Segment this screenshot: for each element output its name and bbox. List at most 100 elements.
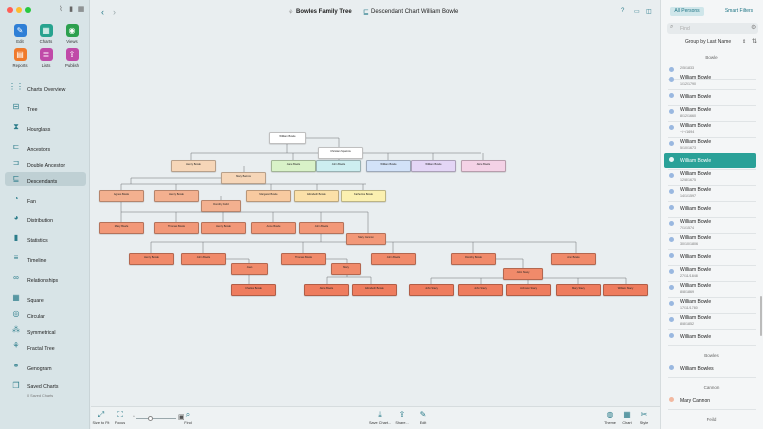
grid-icon[interactable]: ▦ <box>77 6 85 13</box>
person-list-item[interactable]: William Bowles <box>664 361 756 376</box>
chart-button[interactable]: ▦Chart <box>616 410 638 425</box>
person-list-item[interactable]: William Bowle <box>664 249 756 264</box>
nav-item-fractal-tree[interactable]: ⚘Fractal Tree <box>5 339 86 353</box>
person-card[interactable]: Henry Bowle <box>129 253 174 265</box>
zoom-out-icon[interactable]: ▫ <box>133 414 135 420</box>
person-card[interactable]: Mary Barrow <box>221 172 266 184</box>
person-card[interactable]: Charles Bowle <box>231 284 276 296</box>
person-card[interactable]: Katherine Bowle <box>341 190 386 202</box>
person-card[interactable]: John Stacy <box>503 268 543 280</box>
person-card[interactable]: William Stacy <box>603 284 648 296</box>
nav-item-fan[interactable]: ◔Fan <box>5 192 86 206</box>
nav-item-distribution[interactable]: ◕Distribution <box>5 211 86 225</box>
person-card[interactable]: Joan <box>231 263 268 275</box>
person-card[interactable]: Christian Sparrow <box>318 147 363 159</box>
person-card[interactable]: William Bowle <box>366 160 411 172</box>
person-list-item[interactable]: William Bowle <box>664 89 756 104</box>
person-card[interactable]: John Bowle <box>316 160 361 172</box>
person-card[interactable]: Elizabeth Bowle <box>294 190 339 202</box>
focus-button[interactable]: ⛶Focus <box>109 410 131 425</box>
scrollbar[interactable] <box>760 296 762 336</box>
person-card[interactable]: Mary Cannon <box>346 233 386 245</box>
person-card[interactable]: Elizabeth Bowle <box>352 284 397 296</box>
help-icon[interactable]: ? <box>621 8 625 14</box>
minimize-window-button[interactable] <box>16 7 22 13</box>
sidebar-toggle-icon[interactable]: ◫ <box>646 9 652 15</box>
person-card[interactable]: John Bowle <box>181 253 226 265</box>
person-card[interactable]: John Stacy <box>409 284 454 296</box>
person-card[interactable]: Thomas Bowle <box>154 222 199 234</box>
tool-edit-button[interactable]: ✎Edit <box>6 24 34 44</box>
settings-icon[interactable]: ⚙ <box>751 25 757 31</box>
nav-item-tree[interactable]: ⊟Tree <box>5 100 86 114</box>
tool-publish-button[interactable]: ⇪Publish <box>58 48 86 68</box>
nav-item-statistics[interactable]: ▮Statistics <box>5 231 86 245</box>
person-list-item[interactable]: Mary Cannon <box>664 393 756 408</box>
bookmark-icon[interactable]: ▮ <box>69 6 73 13</box>
nav-item-square[interactable]: ▦Square <box>5 291 86 305</box>
zoom-window-button[interactable] <box>25 7 31 13</box>
person-list-item[interactable]: William Bowle <box>664 153 756 168</box>
size-to-fit-button[interactable]: ⤢Size to Fit <box>90 410 112 425</box>
nav-item-charts-overview[interactable]: ⋮⋮Charts Overview <box>5 80 86 94</box>
person-card[interactable]: William Bowle <box>411 160 456 172</box>
person-card[interactable]: Alice Bowle <box>304 284 349 296</box>
nav-item-relationships[interactable]: ∞Relationships <box>5 271 86 285</box>
person-list-item[interactable]: 2/5/1833 <box>664 63 756 78</box>
zoom-slider-knob[interactable] <box>148 416 153 421</box>
find-field[interactable]: ⌕ Find ⚙ <box>667 23 758 34</box>
share-button[interactable]: ⇪Share... <box>391 410 413 425</box>
forward-icon[interactable]: › <box>113 7 116 17</box>
person-card[interactable]: John Bowle <box>371 253 416 265</box>
nav-item-ancestors[interactable]: ⊏Ancestors <box>5 140 86 154</box>
nav-item-double-ancestor[interactable]: ⊐Double Ancestor <box>5 156 86 170</box>
person-card[interactable]: Henry Bowle <box>171 160 216 172</box>
person-card[interactable]: Alice Bowle <box>461 160 506 172</box>
person-card[interactable]: Anne Bowle <box>251 222 296 234</box>
person-card[interactable]: Mary Stacy <box>556 284 601 296</box>
person-card[interactable]: Mary Bowle <box>99 222 144 234</box>
nav-item-hourglass[interactable]: ⧗Hourglass <box>5 120 86 134</box>
tool-reports-button[interactable]: ▤Reports <box>6 48 34 68</box>
person-card[interactable]: Henry Bowle <box>154 190 199 202</box>
window-icon[interactable]: ▭ <box>634 9 640 15</box>
edit-button[interactable]: ✎Edit <box>412 410 434 425</box>
person-card[interactable]: Agnes Bowle <box>99 190 144 202</box>
person-card[interactable]: Mary <box>331 263 361 275</box>
person-card[interactable]: William Bowle <box>269 132 306 144</box>
tab-smart-filters[interactable]: Smart Filters <box>724 8 754 14</box>
person-card[interactable]: Henry Bowle <box>201 222 246 234</box>
group-by-selector[interactable]: Group by Last Name ⇕ ⇅ <box>667 37 758 48</box>
find-button[interactable]: ⌕Find <box>177 410 199 425</box>
person-card[interactable]: Dorothy Feild <box>201 200 241 212</box>
person-list-item[interactable]: Dorothy Feild <box>664 425 756 429</box>
tool-charts-button[interactable]: ▦Charts <box>32 24 60 44</box>
close-window-button[interactable] <box>7 7 13 13</box>
nav-item-circular[interactable]: ◎Circular <box>5 307 86 321</box>
person-list-item[interactable]: William Bowle <box>664 329 756 344</box>
nav-item-symmetrical[interactable]: ⁂Symmetrical <box>5 323 86 337</box>
nav-item-timeline[interactable]: ≡Timeline <box>5 251 86 265</box>
person-list-item[interactable]: William Bowle~/~/1694 <box>664 121 756 136</box>
person-card[interactable]: Dorothy Bowle <box>451 253 496 265</box>
person-card[interactable]: Jane Bowle <box>271 160 316 172</box>
zoom-in-icon[interactable]: ▣ <box>178 414 185 421</box>
nav-item-genogram[interactable]: ⚭Genogram <box>5 359 86 373</box>
zoom-slider[interactable] <box>136 416 176 421</box>
style-button[interactable]: ✂Style <box>633 410 655 425</box>
sort-icon[interactable]: ⇅ <box>752 39 758 45</box>
tool-views-button[interactable]: ◉Views <box>58 24 86 44</box>
person-card[interactable]: Johnson Stacy <box>506 284 551 296</box>
nav-item-descendants[interactable]: ⊑Descendants <box>5 172 86 186</box>
